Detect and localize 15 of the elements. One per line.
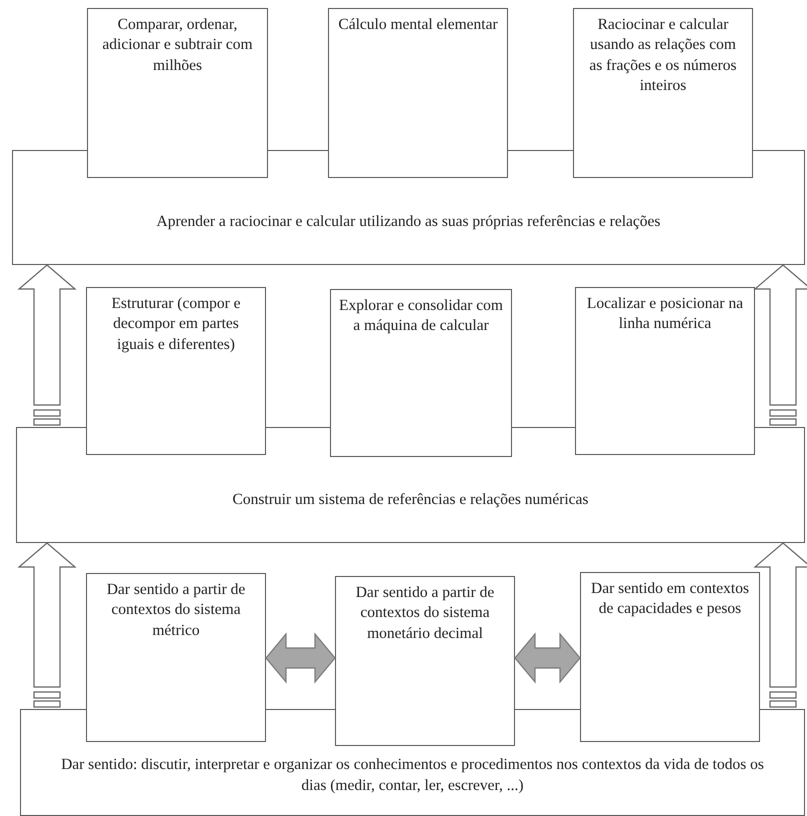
concept-box: Estruturar (compor e decompor em partes iguais e diferentes) (86, 287, 266, 455)
concept-box: Localizar e posicionar na linha numérica (575, 287, 755, 455)
concept-box: Dar sentido a partir de contextos do sistema monetário decimal (335, 576, 515, 746)
double-block-arrow (514, 632, 581, 684)
double-block-arrow (265, 632, 336, 684)
block-arrow (753, 264, 807, 426)
concept-box: Explorar e consolidar com a máquina de calcular (330, 289, 512, 457)
concept-box: Cálculo mental elementar (328, 8, 508, 178)
block-arrow (17, 264, 77, 426)
concept-box: Dar sentido em contextos de capacidades e pesos (580, 572, 760, 742)
concept-box: Dar sentido a partir de contextos do sistema métrico (86, 573, 266, 742)
concept-box: Raciocinar e calcular usando as relações com as frações e os números inteiros (573, 8, 753, 178)
concept-box: Comparar, ordenar, adicionar e subtrair com milhões (87, 8, 268, 178)
block-arrow (17, 542, 77, 708)
block-arrow (753, 542, 807, 708)
